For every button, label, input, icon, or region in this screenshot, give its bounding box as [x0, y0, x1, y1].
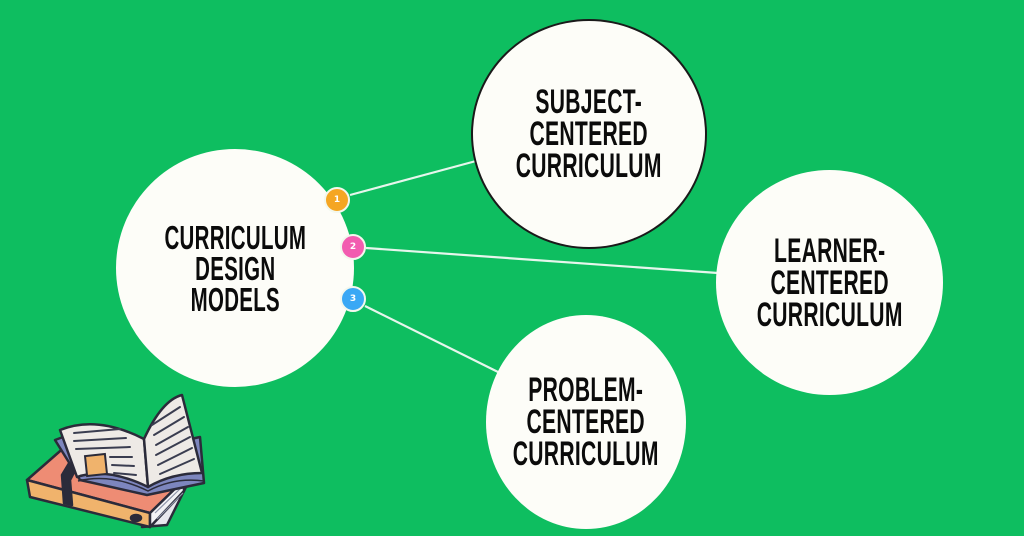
node-subject-centered-curriculum: SUBJECT- CENTERED CURRICULUM: [471, 19, 707, 249]
learner-label-line-3: CURRICULUM: [756, 295, 903, 334]
subject-label-line-1: SUBJECT-: [535, 83, 643, 121]
learner-node-label: LEARNER- CENTERED CURRICULUM: [756, 231, 903, 334]
badge-1-text: 1: [333, 195, 341, 205]
center-node-curriculum-design-models: CURRICULUM DESIGN MODELS: [116, 149, 354, 387]
learner-label-line-1: LEARNER-: [773, 231, 886, 270]
badge-number-2: 2: [340, 234, 366, 260]
center-label-line-1: CURRICULUM: [164, 218, 306, 256]
center-label-line-3: MODELS: [190, 280, 280, 318]
badge-number-1: 1: [324, 187, 350, 213]
learner-label-line-2: CENTERED: [770, 263, 889, 302]
problem-label-line-1: PROBLEM-: [528, 371, 644, 409]
connector-3: [364, 305, 499, 373]
center-label-line-2: DESIGN: [194, 249, 276, 287]
badge-number-3: 3: [340, 286, 366, 312]
badge-2-text: 2: [349, 242, 357, 252]
problem-label-line-2: CENTERED: [526, 403, 646, 441]
badge-3-text: 3: [349, 294, 357, 304]
problem-node-label: PROBLEM- CENTERED CURRICULUM: [513, 371, 659, 473]
connector-2: [365, 246, 719, 275]
center-node-label: CURRICULUM DESIGN MODELS: [164, 218, 306, 318]
node-problem-centered-curriculum: PROBLEM- CENTERED CURRICULUM: [486, 315, 686, 529]
problem-label-line-3: CURRICULUM: [513, 435, 659, 473]
connector-1: [349, 159, 477, 197]
node-learner-centered-curriculum: LEARNER- CENTERED CURRICULUM: [716, 170, 943, 395]
subject-label-line-2: CENTERED: [529, 115, 649, 153]
subject-node-label: SUBJECT- CENTERED CURRICULUM: [516, 83, 662, 185]
subject-label-line-3: CURRICULUM: [516, 147, 662, 185]
open-book-stack-icon: [25, 393, 206, 529]
